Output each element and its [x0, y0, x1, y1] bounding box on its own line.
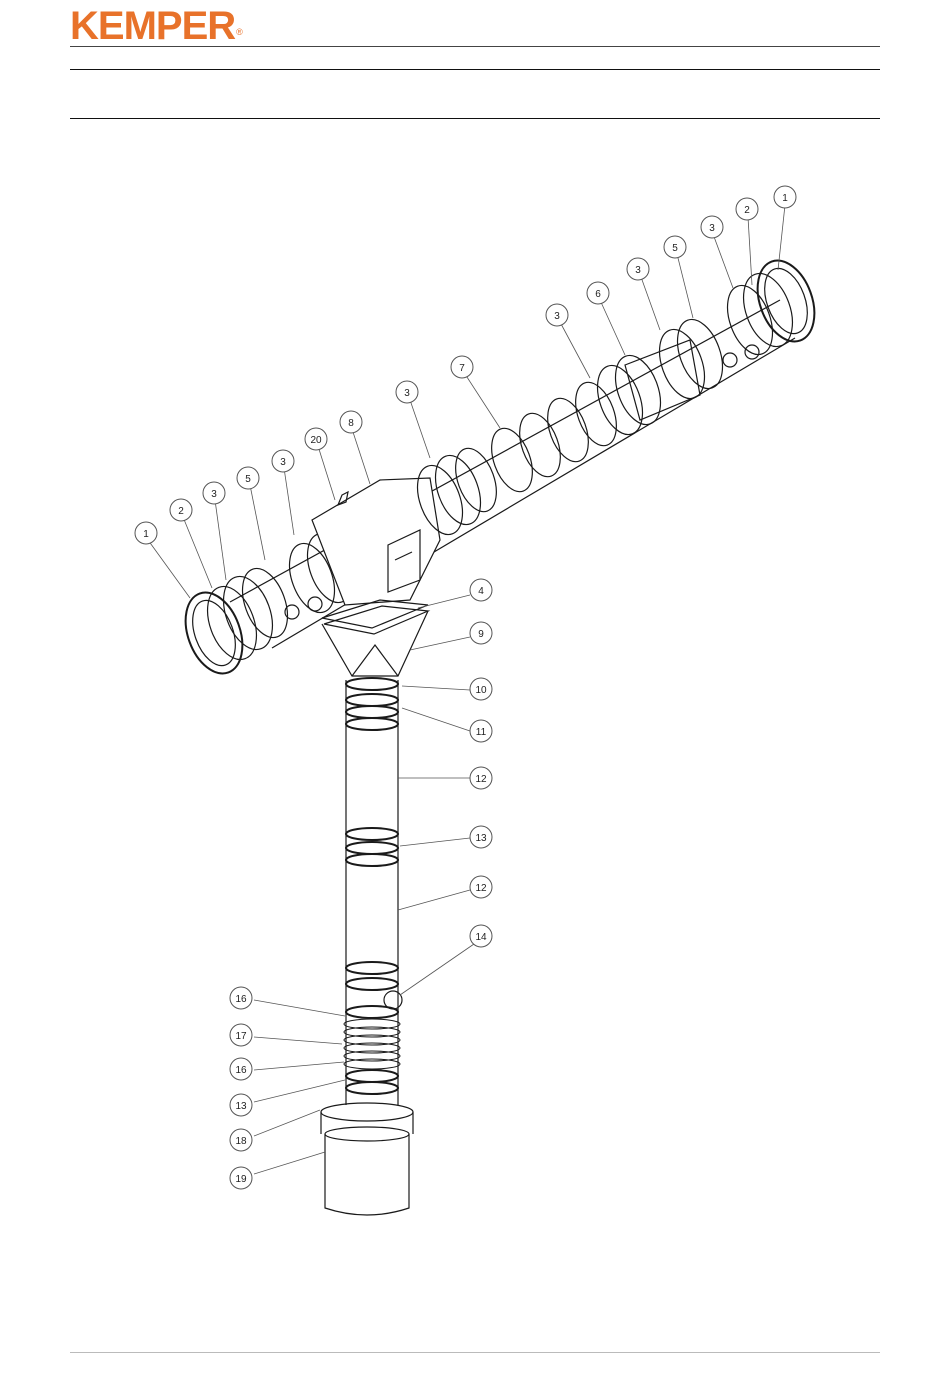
callout-2-left: 2 — [170, 499, 192, 521]
callout-13-a: 13 — [470, 826, 492, 848]
svg-text:9: 9 — [478, 629, 484, 640]
svg-text:1: 1 — [143, 529, 149, 540]
callout-8: 8 — [340, 411, 362, 433]
callout-3-b: 3 — [272, 450, 294, 472]
callout-17: 17 — [230, 1024, 252, 1046]
svg-text:3: 3 — [709, 223, 715, 234]
svg-text:11: 11 — [476, 727, 487, 738]
callout-3-f: 3 — [701, 216, 723, 238]
callout-16-b: 16 — [230, 1058, 252, 1080]
svg-text:7: 7 — [459, 363, 465, 374]
svg-text:5: 5 — [672, 243, 678, 254]
svg-text:5: 5 — [245, 474, 251, 485]
svg-text:13: 13 — [475, 833, 487, 844]
callout-2-right: 2 — [736, 198, 758, 220]
svg-text:3: 3 — [211, 489, 217, 500]
callout-16-a: 16 — [230, 987, 252, 1009]
svg-text:12: 12 — [475, 774, 487, 785]
svg-text:8: 8 — [348, 418, 354, 429]
svg-text:12: 12 — [475, 883, 487, 894]
svg-text:17: 17 — [235, 1031, 247, 1042]
callout-3-e: 3 — [627, 258, 649, 280]
callout-14: 14 — [470, 925, 492, 947]
callout-18: 18 — [230, 1129, 252, 1151]
callout-1-right: 1 — [774, 186, 796, 208]
svg-text:3: 3 — [280, 457, 286, 468]
svg-text:3: 3 — [635, 265, 641, 276]
callout-9: 9 — [470, 622, 492, 644]
svg-text:10: 10 — [475, 685, 487, 696]
callout-5-left: 5 — [237, 467, 259, 489]
svg-text:16: 16 — [235, 994, 247, 1005]
callout-11: 11 — [470, 720, 492, 742]
callout-12-a: 12 — [470, 767, 492, 789]
callout-19: 19 — [230, 1167, 252, 1189]
svg-text:14: 14 — [475, 932, 487, 943]
callout-1-left: 1 — [135, 522, 157, 544]
svg-text:13: 13 — [235, 1101, 247, 1112]
callout-4: 4 — [470, 579, 492, 601]
drawing-geometry — [175, 253, 825, 1215]
svg-text:3: 3 — [554, 311, 560, 322]
callout-6: 6 — [587, 282, 609, 304]
callout-12-b: 12 — [470, 876, 492, 898]
svg-text:3: 3 — [404, 388, 410, 399]
callout-3-d: 3 — [546, 304, 568, 326]
svg-text:18: 18 — [235, 1136, 247, 1147]
callout-10: 10 — [470, 678, 492, 700]
svg-text:2: 2 — [178, 506, 184, 517]
callout-20: 20 — [305, 428, 327, 450]
callout-3-a: 3 — [203, 482, 225, 504]
callout-13-b: 13 — [230, 1094, 252, 1116]
svg-text:16: 16 — [235, 1065, 247, 1076]
svg-text:6: 6 — [595, 289, 601, 300]
callout-7: 7 — [451, 356, 473, 378]
callout-3-c: 3 — [396, 381, 418, 403]
svg-text:20: 20 — [310, 435, 322, 446]
svg-text:2: 2 — [744, 205, 750, 216]
svg-text:1: 1 — [782, 193, 788, 204]
svg-text:19: 19 — [235, 1174, 247, 1185]
svg-text:4: 4 — [478, 586, 484, 597]
callout-5-right: 5 — [664, 236, 686, 258]
